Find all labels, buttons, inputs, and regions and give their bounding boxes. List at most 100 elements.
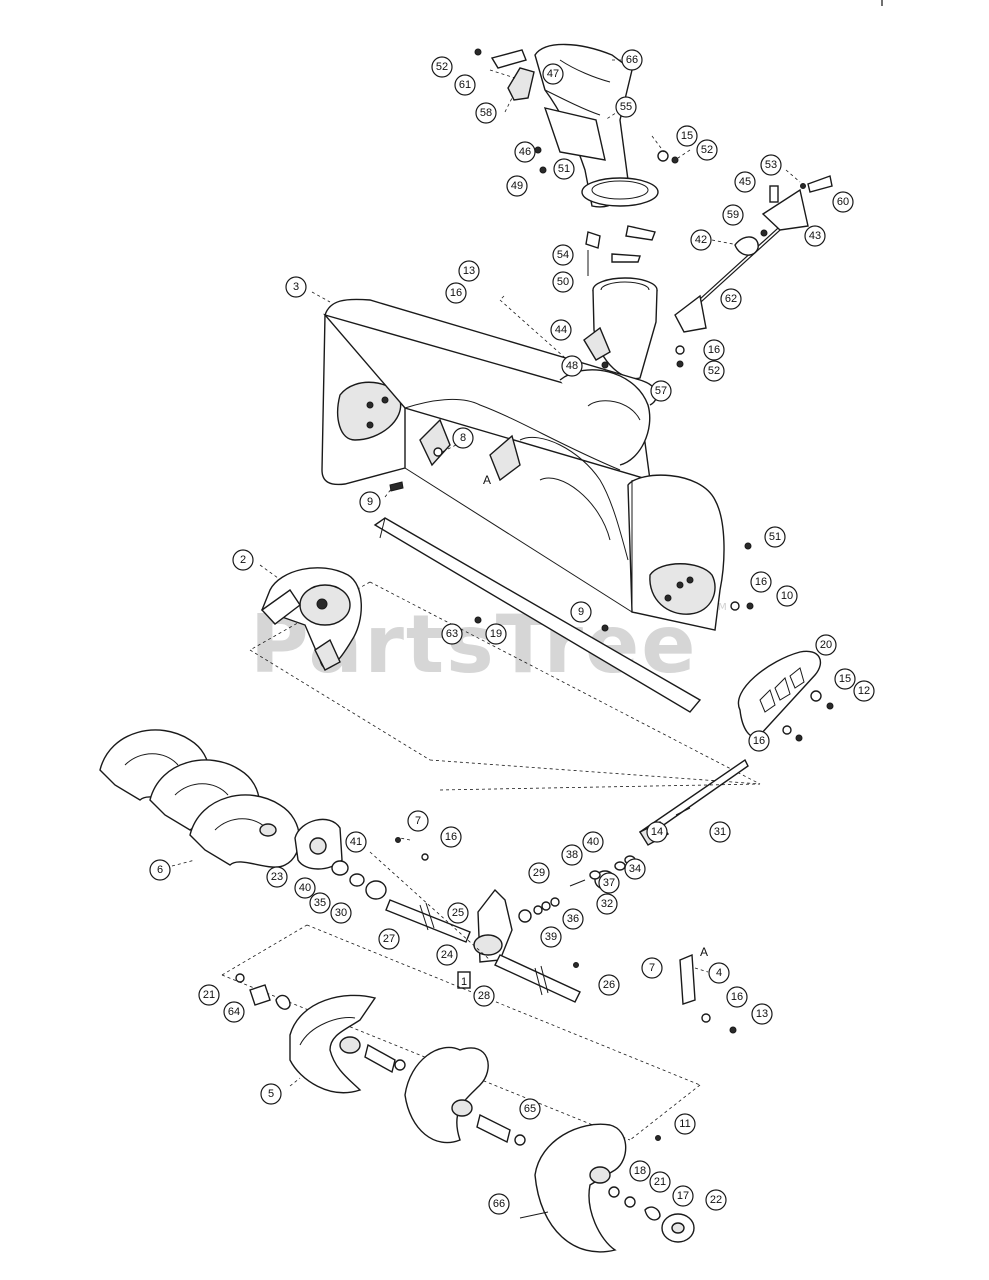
callout-circle [726,986,748,1008]
callout-circle [720,288,742,310]
callout-number: 51 [558,163,570,175]
callout-number: 62 [725,293,737,305]
callout-c7b: 7 [641,957,663,979]
callout-circle [629,1160,651,1182]
callout-circle [452,427,474,449]
callout-c58: 58 [475,102,497,124]
callout-circle [734,171,756,193]
callout-circle [853,680,875,702]
callout-circle [650,380,672,402]
callout-number: 45 [739,176,751,188]
callout-circle [690,229,712,251]
callout-c53: 53 [760,154,782,176]
callout-number: 48 [566,360,578,372]
callout-number: 16 [708,344,720,356]
callout-c63: 63 [441,623,463,645]
callout-number: 9 [367,496,373,508]
callout-c4: 4 [708,962,730,984]
callout-c38: 38 [561,844,583,866]
callout-c57: 57 [650,380,672,402]
chute-clip [585,231,601,249]
chute-tilt-plate [543,107,606,161]
bearing-35 [349,873,365,887]
callout-c23: 23 [266,866,288,888]
callout-circle [776,585,798,607]
reference-letter: A [483,473,491,487]
callout-c48: 48 [561,355,583,377]
callout-number: 17 [677,1190,689,1202]
callout-circle [473,985,495,1007]
skid-shoe [730,542,834,742]
callout-number: 60 [837,196,849,208]
callout-c16a: 16 [445,282,467,304]
callout-number: 42 [695,234,707,246]
callout-number: 13 [756,1008,768,1020]
callout-number: 31 [714,826,726,838]
callout-circle [834,668,856,690]
callout-circle [540,926,562,948]
callout-c44: 44 [550,319,572,341]
chute-adapter [499,277,685,381]
callout-number: 12 [858,685,870,697]
callout-number: 52 [436,61,448,73]
callout-circle [832,191,854,213]
callout-c5: 5 [260,1083,282,1105]
right-bearing-plate [649,563,716,615]
auger-flight-right [534,1123,627,1253]
callout-c11: 11 [674,1113,696,1135]
callout-circle [760,154,782,176]
callout-c65: 65 [519,1098,541,1120]
callout-number: 3 [293,281,299,293]
pin-45 [769,185,779,203]
callout-c40a: 40 [582,831,604,853]
callout-circle [562,908,584,930]
bolt-49 [539,166,547,174]
callout-circle [475,102,497,124]
callout-number: 54 [557,249,569,261]
callout-number: 47 [547,68,559,80]
shave-plate-bar [373,517,702,713]
callout-c3: 3 [285,276,307,298]
callout-number: 7 [415,815,421,827]
callout-number: 16 [755,576,767,588]
callout-number: 66 [493,1198,505,1210]
bolt-46 [534,146,542,154]
callout-circle [431,56,453,78]
chute-base-ring [581,177,659,207]
callout-number: 20 [820,639,832,651]
callout-circle [703,339,725,361]
gearbox-assembly [294,758,761,1034]
callout-c16e: 16 [440,826,462,848]
callout-c52a: 52 [431,56,453,78]
callout-circle [598,872,620,894]
callout-circle [528,862,550,884]
callout-number: 59 [727,209,739,221]
callout-number: 64 [228,1006,240,1018]
callout-circle [445,282,467,304]
auger-assembly [99,729,301,868]
callout-circle [676,125,698,147]
bearing-30 [365,880,387,900]
callout-number: 15 [681,130,693,142]
callout-number: 55 [620,101,632,113]
callout-c31: 31 [709,821,731,843]
knob-60 [807,175,833,193]
callout-number: 13 [463,265,475,277]
callout-c6: 6 [149,859,171,881]
callout-c32: 32 [596,893,618,915]
auger-slot-2 [489,434,521,482]
callout-circle [705,1189,727,1211]
washer-15 [657,150,669,162]
callout-number: 32 [601,898,613,910]
boxed-label-frame [457,971,471,989]
callout-c43: 43 [804,225,826,247]
callout-circle [285,276,307,298]
callout-c15b: 15 [834,668,856,690]
chute-assembly [474,43,691,276]
callout-circle [751,1003,773,1025]
callout-number: 21 [654,1176,666,1188]
callout-circle [309,892,331,914]
callout-c45: 45 [734,171,756,193]
